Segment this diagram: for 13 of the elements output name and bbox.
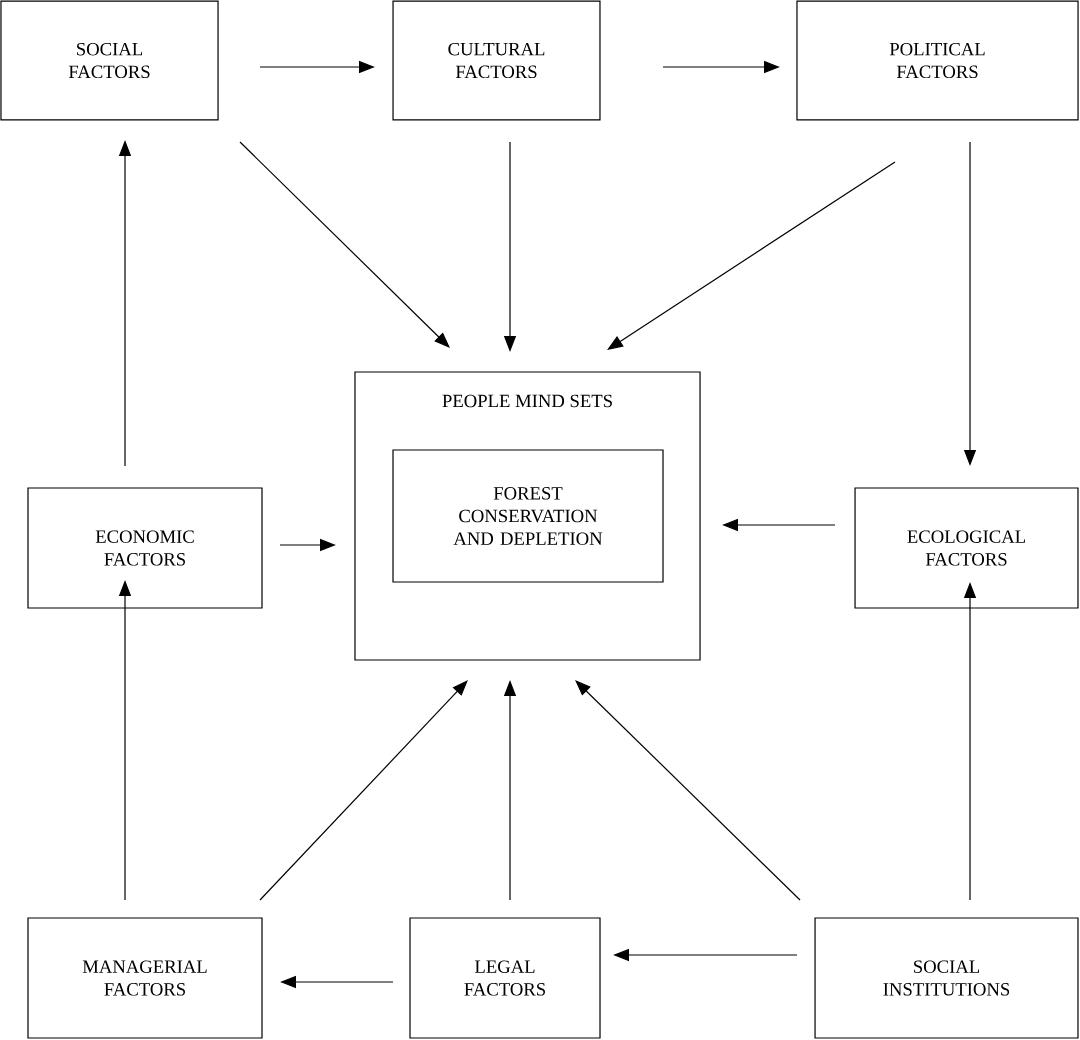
arrow (575, 680, 801, 901)
factor-box: CULTURAL FACTORS (392, 0, 601, 121)
factor-box: MANAGERIAL FACTORS (27, 917, 263, 1039)
arrow (239, 141, 450, 348)
factor-box: POLITICAL FACTORS (796, 0, 1079, 121)
arrow (259, 680, 468, 901)
factor-box: SOCIAL INSTITUTIONS (814, 917, 1079, 1039)
factor-box: LEGAL FACTORS (409, 917, 601, 1039)
factor-box: SOCIAL FACTORS (0, 0, 219, 121)
factor-box: FOREST CONSERVATION AND DEPLETION (392, 449, 664, 583)
arrow (607, 161, 896, 350)
factor-box: ECOLOGICAL FACTORS (854, 487, 1079, 609)
factor-box: ECONOMIC FACTORS (27, 487, 263, 609)
